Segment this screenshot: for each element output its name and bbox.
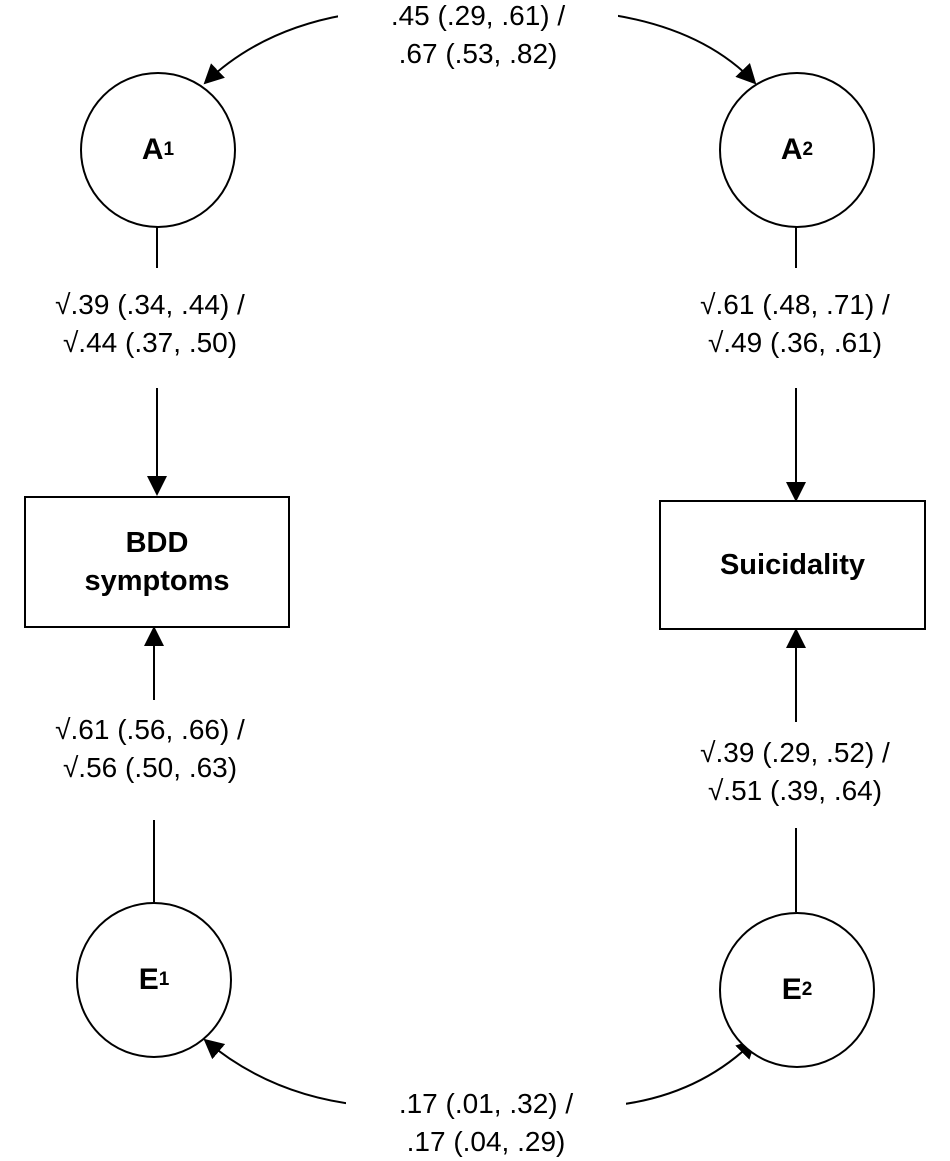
a2-suicidality-line2: √.49 (.36, .61) — [707, 327, 883, 358]
e1-bdd-line1: √.61 (.56, .66) / — [55, 714, 245, 745]
e1-letter: E — [138, 963, 159, 996]
a1-bdd-line1: √.39 (.34, .44) / — [55, 289, 245, 320]
bdd-box-line2: symptoms — [84, 565, 230, 597]
suicidality-box: Suicidality — [659, 500, 926, 630]
e2-subscript: 2 — [801, 979, 813, 1000]
a1-a2-correlation-arrow — [203, 14, 346, 85]
suicidality-box-label: Suicidality — [719, 549, 866, 581]
a-correlation-line2: .67 (.53, .82) — [398, 38, 558, 69]
a2-a1-correlation-arrow — [612, 14, 757, 85]
e1-bdd-line2: √.56 (.50, .63) — [62, 752, 238, 783]
a1-bdd-label: √.39 (.34, .44) / √.44 (.37, .50) — [0, 286, 300, 362]
e2-letter: E — [781, 973, 802, 1006]
a-correlation-line1: .45 (.29, .61) / — [390, 0, 566, 31]
e2-suicidality-line2: √.51 (.39, .64) — [707, 775, 883, 806]
a1-letter: A — [141, 133, 164, 166]
e2-suicidality-line1: √.39 (.29, .52) / — [700, 737, 890, 768]
e-correlation-label: .17 (.01, .32) / .17 (.04, .29) — [346, 1085, 626, 1161]
e2-suicidality-label: √.39 (.29, .52) / √.51 (.39, .64) — [640, 734, 950, 810]
a1-bdd-line2: √.44 (.37, .50) — [62, 327, 238, 358]
e-correlation-line1: .17 (.01, .32) / — [398, 1088, 574, 1119]
a1-subscript: 1 — [163, 139, 175, 160]
e1-e2-correlation-arrow — [203, 1038, 361, 1106]
e1-bdd-label: √.61 (.56, .66) / √.56 (.50, .63) — [0, 711, 300, 787]
e2-e1-correlation-arrow — [616, 1038, 757, 1106]
a2-suicidality-line1: √.61 (.48, .71) / — [700, 289, 890, 320]
bdd-box-line1: BDD — [125, 527, 189, 559]
e-correlation-line2: .17 (.04, .29) — [406, 1126, 566, 1157]
a-correlation-label: .45 (.29, .61) / .67 (.53, .82) — [338, 0, 618, 73]
a2-letter: A — [780, 133, 803, 166]
a2-suicidality-label: √.61 (.48, .71) / √.49 (.36, .61) — [640, 286, 950, 362]
e1-subscript: 1 — [158, 969, 170, 990]
a2-subscript: 2 — [802, 139, 814, 160]
bdd-symptoms-box: BDD symptoms — [24, 496, 290, 628]
